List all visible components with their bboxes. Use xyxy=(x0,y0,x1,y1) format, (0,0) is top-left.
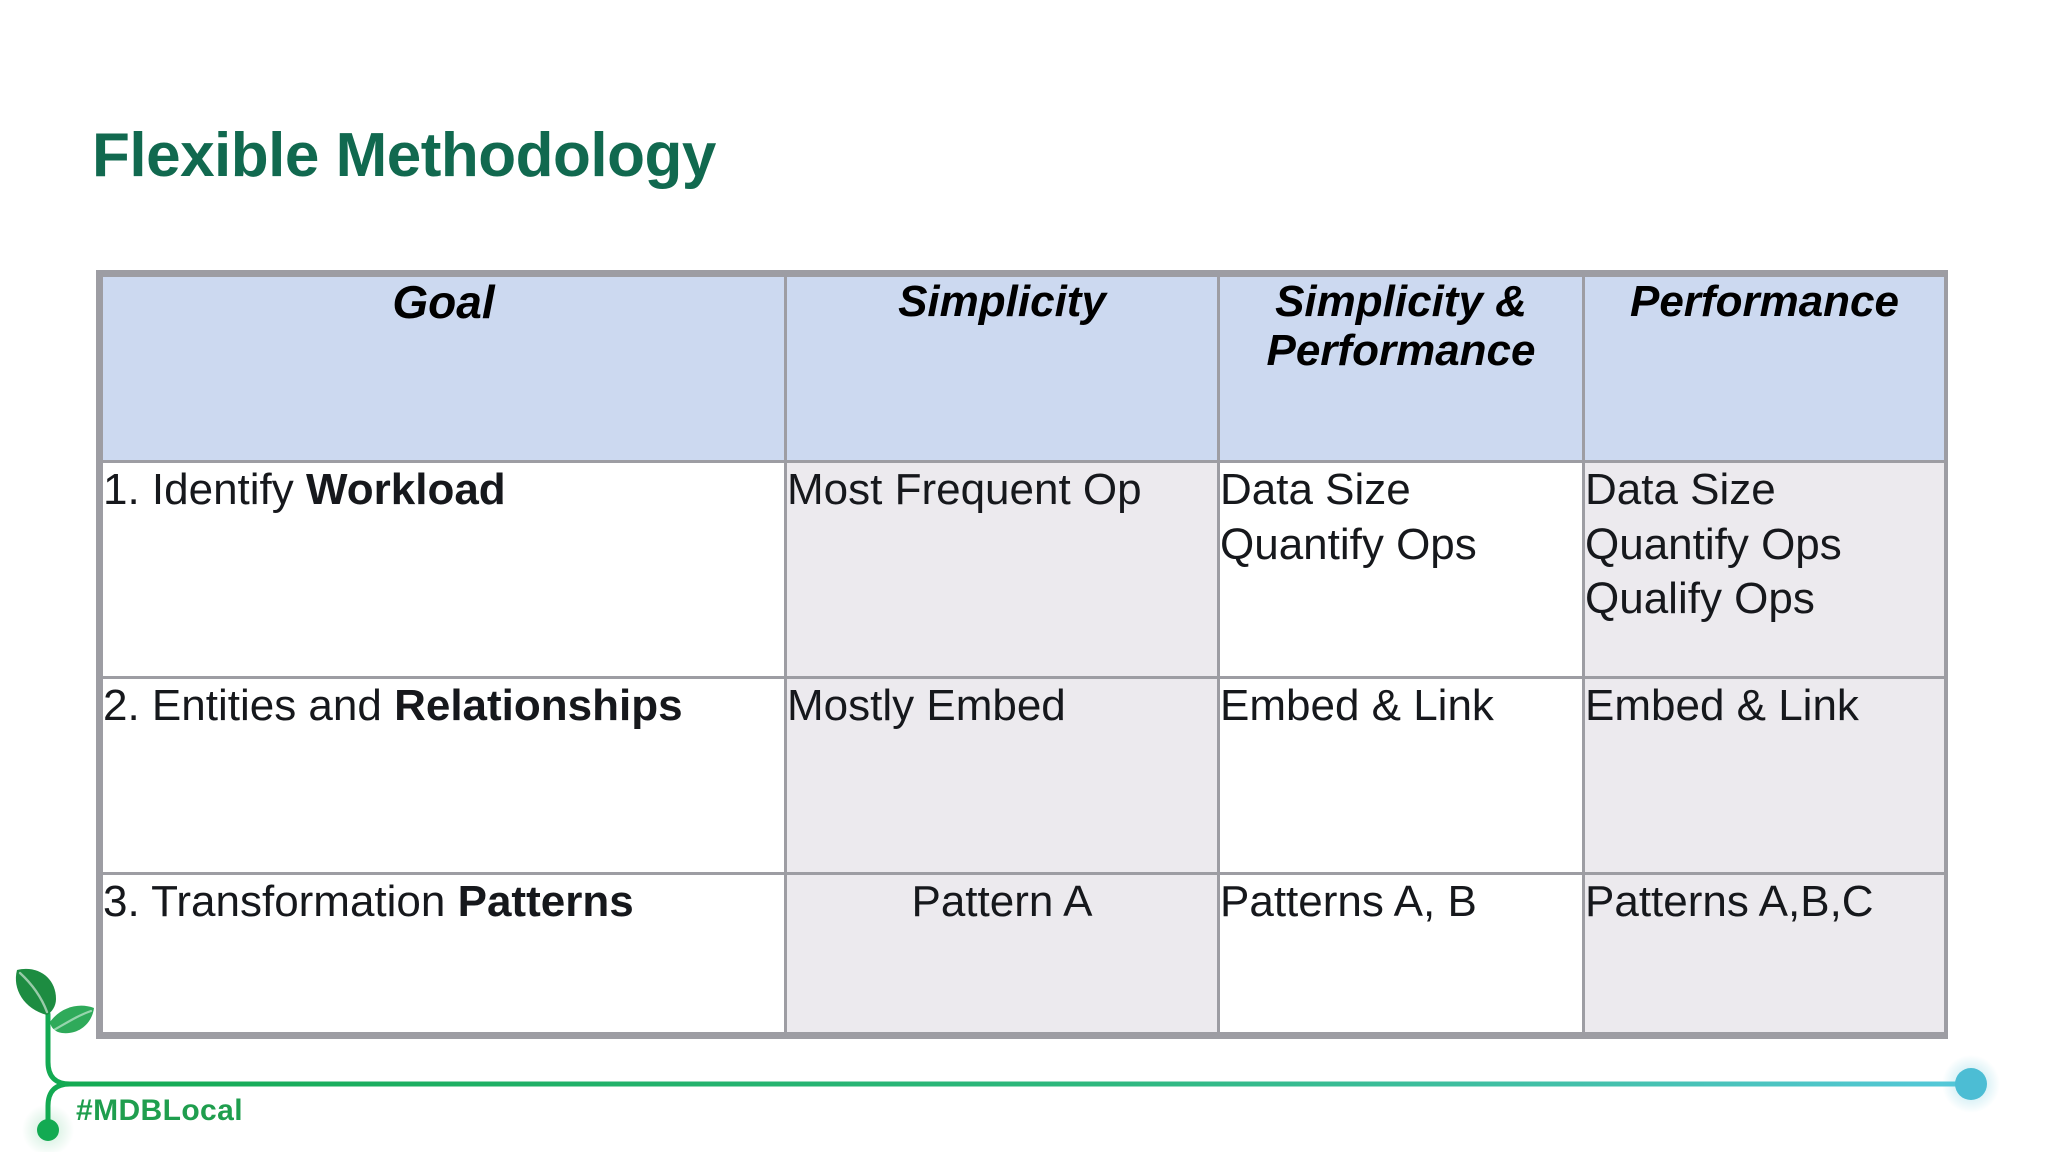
methodology-table: Goal Simplicity Simplicity & Performance… xyxy=(100,274,1947,1035)
methodology-table-container: Goal Simplicity Simplicity & Performance… xyxy=(96,270,1948,1039)
column-header-sp-line1: Simplicity & xyxy=(1275,277,1527,326)
goal-text-prefix: 2. Entities and xyxy=(103,681,395,730)
cell-performance-3: Patterns A,B,C xyxy=(1582,872,1947,1035)
column-header-goal: Goal xyxy=(100,274,787,463)
cell-simplicity-performance-3: Patterns A, B xyxy=(1217,872,1585,1035)
cell-simplicity-performance-2: Embed & Link xyxy=(1217,676,1585,875)
cell-goal-3: 3. Transformation Patterns xyxy=(100,872,787,1035)
table-body: 1. Identify Workload Most Frequent Op Da… xyxy=(100,460,1947,1035)
cell-performance-1: Data Size Quantify Ops Qualify Ops xyxy=(1582,460,1947,679)
goal-text-keyword: Relationships xyxy=(394,681,683,730)
column-header-simplicity-performance: Simplicity & Performance xyxy=(1217,274,1585,463)
column-header-performance: Performance xyxy=(1582,274,1947,463)
cell-simplicity-3: Pattern A xyxy=(784,872,1220,1035)
cell-simplicity-2: Mostly Embed xyxy=(784,676,1220,875)
vine-end-halo xyxy=(1942,1055,2000,1113)
vine-end-dot xyxy=(1955,1068,1987,1100)
goal-text-prefix: 3. Transformation xyxy=(103,877,458,926)
vine-node-halo xyxy=(22,1104,74,1152)
cell-simplicity-1: Most Frequent Op xyxy=(784,460,1220,679)
cell-goal-1: 1. Identify Workload xyxy=(100,460,787,679)
cell-line: Quantify Ops xyxy=(1220,519,1477,569)
footer-hashtag: #MDBLocal xyxy=(76,1094,243,1127)
leaf-vein-large xyxy=(18,971,49,1014)
leaf-icon-large xyxy=(15,968,57,1015)
column-header-simplicity: Simplicity xyxy=(784,274,1220,463)
cell-line: Quantify Ops xyxy=(1585,519,1842,569)
page-title: Flexible Methodology xyxy=(92,121,716,190)
table-header: Goal Simplicity Simplicity & Performance… xyxy=(100,274,1947,463)
table-header-row: Goal Simplicity Simplicity & Performance… xyxy=(100,274,1947,463)
vine-node-dot xyxy=(37,1119,59,1141)
column-header-sp-line2: Performance xyxy=(1266,326,1536,376)
leaf-icon-small xyxy=(50,1005,94,1034)
goal-text-keyword: Patterns xyxy=(457,877,634,926)
leaf-vein-small xyxy=(52,1009,93,1032)
vine-branch xyxy=(45,1081,73,1123)
goal-text-keyword: Workload xyxy=(306,465,506,514)
table-row: 2. Entities and Relationships Mostly Emb… xyxy=(100,676,1947,875)
cell-line: Data Size xyxy=(1585,465,1776,514)
table-row: 3. Transformation Patterns Pattern A Pat… xyxy=(100,872,1947,1035)
cell-line: Data Size xyxy=(1220,465,1411,514)
table-row: 1. Identify Workload Most Frequent Op Da… xyxy=(100,460,1947,679)
goal-text-prefix: 1. Identify xyxy=(103,465,307,514)
cell-performance-2: Embed & Link xyxy=(1582,676,1947,875)
cell-goal-2: 2. Entities and Relationships xyxy=(100,676,787,875)
cell-line: Qualify Ops xyxy=(1585,574,1815,624)
cell-simplicity-performance-1: Data Size Quantify Ops xyxy=(1217,460,1585,679)
